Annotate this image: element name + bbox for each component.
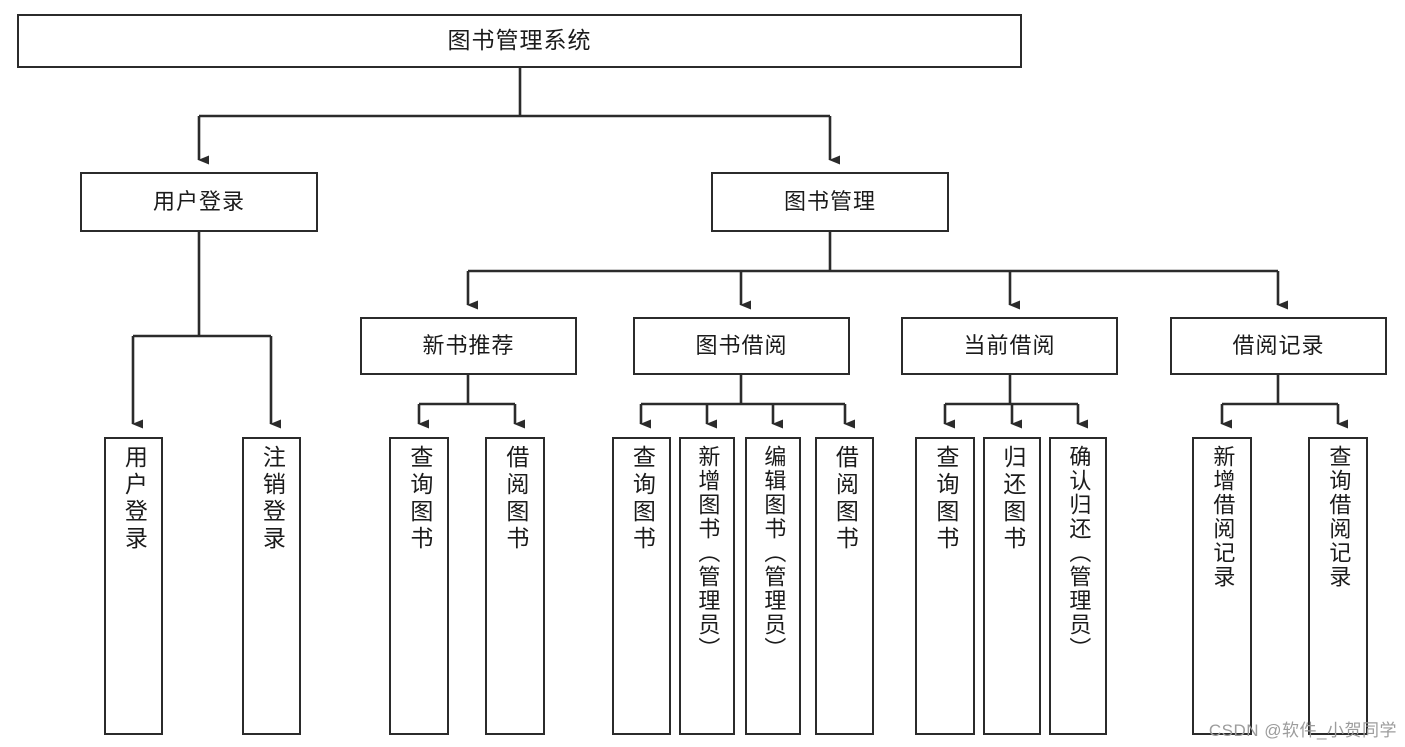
node-current-borrow[interactable]: 当前借阅 [901,317,1118,375]
node-user-login[interactable]: 用户登录 [80,172,318,232]
node-label: 编辑图书（管理员） [761,445,787,661]
node-label: 新书推荐 [422,333,515,359]
node-new-book-recommend[interactable]: 新书推荐 [360,317,577,375]
leaf-record-add-borrow-record[interactable]: 新增借阅记录 [1192,437,1252,735]
node-label: 确认归还（管理员） [1066,445,1092,661]
node-book-borrow[interactable]: 图书借阅 [633,317,850,375]
node-label: 用户登录 [121,445,148,553]
leaf-recommend-query-book[interactable]: 查询图书 [389,437,449,735]
node-label: 当前借阅 [963,333,1056,359]
leaf-user-login[interactable]: 用户登录 [104,437,163,735]
leaf-current-query-book[interactable]: 查询图书 [915,437,975,735]
node-label: 查询图书 [406,445,433,553]
node-label: 查询图书 [932,445,959,553]
node-label: 归还图书 [999,445,1026,553]
node-book-management[interactable]: 图书管理 [711,172,949,232]
node-root-book-management-system[interactable]: 图书管理系统 [17,14,1022,68]
node-label: 借阅记录 [1232,333,1325,359]
leaf-borrow-query-book[interactable]: 查询图书 [612,437,671,735]
leaf-current-confirm-return-admin[interactable]: 确认归还（管理员） [1049,437,1107,735]
node-label: 查询图书 [629,445,656,553]
leaf-record-query-borrow-record[interactable]: 查询借阅记录 [1308,437,1368,735]
node-label: 图书借阅 [695,333,788,359]
leaf-borrow-add-book-admin[interactable]: 新增图书（管理员） [679,437,735,735]
node-label: 图书管理 [783,189,876,215]
node-label: 注销登录 [259,445,286,553]
node-label: 借阅图书 [502,445,529,553]
node-label: 借阅图书 [832,445,859,553]
node-label: 查询借阅记录 [1326,445,1352,589]
node-label: 图书管理系统 [447,27,592,54]
node-label: 用户登录 [152,189,245,215]
leaf-logout[interactable]: 注销登录 [242,437,301,735]
csdn-watermark: CSDN @软件_小贺同学 [1208,721,1397,740]
node-label: 新增借阅记录 [1210,445,1236,589]
node-borrow-record[interactable]: 借阅记录 [1170,317,1387,375]
leaf-recommend-borrow-book[interactable]: 借阅图书 [485,437,545,735]
leaf-current-return-book[interactable]: 归还图书 [983,437,1041,735]
leaf-borrow-borrow-book[interactable]: 借阅图书 [815,437,874,735]
leaf-borrow-edit-book-admin[interactable]: 编辑图书（管理员） [745,437,801,735]
node-label: 新增图书（管理员） [695,445,721,661]
